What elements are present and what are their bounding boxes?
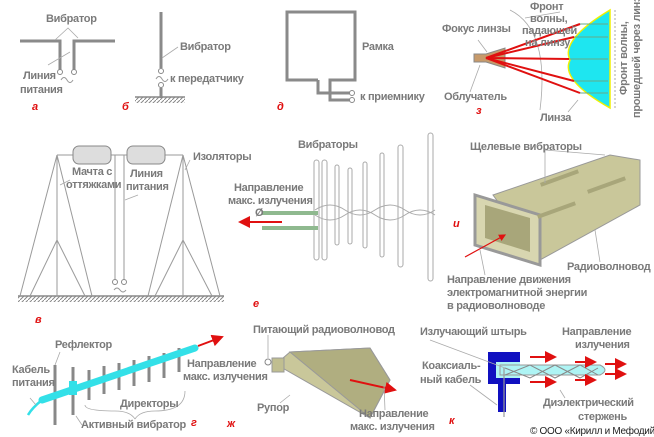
label-direction-1: Направление <box>562 326 632 338</box>
label-feeder: Облучатель <box>444 91 507 103</box>
panel-letter: ж <box>226 418 236 430</box>
label-vibrators: Вибраторы <box>298 139 358 151</box>
panel-z-lens-antenna: Фокус линзы Фронт волны, падающей на лин… <box>442 0 643 124</box>
panel-letter: е <box>253 298 259 310</box>
panel-i-slot-waveguide: Щелевые вибраторы Радиоволновод Направле… <box>447 141 651 312</box>
panel-b-monopole: Вибратор к передатчику б <box>122 12 245 113</box>
label-direction-1: Направление <box>234 182 304 194</box>
panel-g-yagi: Рефлектор Кабель питания Направление мак… <box>12 334 268 431</box>
label-direction-3: в радиоволноводе <box>447 300 545 312</box>
label-feed-waveguide: Питающий радиоволновод <box>253 324 395 336</box>
loop-frame <box>285 10 357 102</box>
terminal-symbol: Ø <box>255 207 264 219</box>
label-vibrator: Вибратор <box>46 13 97 25</box>
label-frame: Рамка <box>362 41 395 53</box>
ground-symbol <box>18 296 224 302</box>
label-line-1: Линия <box>130 168 163 180</box>
panel-letter: д <box>277 101 284 113</box>
label-direction-2: макс. излучения <box>228 195 313 207</box>
label-vibrator: Вибратор <box>180 41 231 53</box>
label-dielectric-1: Диэлектрический <box>543 397 634 409</box>
label-front-out-2: прошедшей через линзу <box>631 0 643 118</box>
label-active-vibrator: Активный вибратор <box>81 419 187 431</box>
label-directors: Директоры <box>120 398 178 410</box>
label-line-2: питания <box>126 181 169 193</box>
label-waveguide: Радиоволновод <box>567 261 651 273</box>
radiation-direction-arrow <box>197 334 224 347</box>
label-front-out-1: Фронт волны, <box>618 21 630 95</box>
label-feed-line-2: питания <box>20 84 63 96</box>
insulator <box>72 145 112 165</box>
label-direction-1: Направление <box>187 358 257 370</box>
energy-direction-arrow <box>464 234 507 258</box>
label-direction-2: макс. излучения <box>350 421 435 433</box>
label-direction-2: электромагнитной энергии <box>447 287 587 299</box>
label-cable-1: Кабель <box>12 364 50 376</box>
panel-letter: а <box>32 101 38 113</box>
insulator <box>126 145 166 165</box>
label-direction-2: излучения <box>575 339 630 351</box>
label-slot-vibrators: Щелевые вибраторы <box>470 141 582 153</box>
label-mast-2: оттяжками <box>66 179 121 191</box>
label-insulators: Изоляторы <box>193 151 251 163</box>
label-lens: Линза <box>540 112 572 124</box>
boom-cable <box>38 344 199 404</box>
panel-zh-horn: Питающий радиоволновод Рупор Направление… <box>226 324 435 433</box>
label-front-1: Фронт <box>530 1 564 13</box>
dielectric-rod <box>499 364 606 376</box>
label-direction-2: макс. излучения <box>183 371 268 383</box>
label-lens-focus: Фокус линзы <box>442 23 511 35</box>
label-reflector: Рефлектор <box>55 339 113 351</box>
panel-letter: в <box>35 314 42 326</box>
copyright-notice: © ООО «Кирилл и Мефодий» <box>530 425 654 437</box>
panel-letter: г <box>191 417 197 429</box>
label-radiating-pin: Излучающий штырь <box>420 326 527 338</box>
label-mast-1: Мачта с <box>72 166 112 178</box>
label-direction-1: Направление <box>359 408 429 420</box>
panel-e-log-periodic: Ø Вибраторы Направление макс. излучения … <box>228 132 436 310</box>
label-horn: Рупор <box>257 402 290 414</box>
label-cable-2: питания <box>12 377 55 389</box>
label-front-3: падающей <box>522 25 577 37</box>
label-to-transmitter: к передатчику <box>170 73 245 85</box>
label-feed-line-1: Линия <box>23 70 56 82</box>
radiation-direction-arrow <box>349 379 397 394</box>
ground-symbol <box>135 97 185 103</box>
panel-letter: б <box>122 101 130 113</box>
label-dielectric-2: стержень <box>578 411 628 423</box>
dipole-shape <box>20 39 115 70</box>
label-direction-1: Направление движения <box>447 274 571 286</box>
panel-v-mast-antenna: Изоляторы Мачта с оттяжками Линия питани… <box>18 145 252 326</box>
label-front-4: на линзу <box>525 37 571 49</box>
label-to-receiver: к приемнику <box>360 91 426 103</box>
panel-d-loop: Рамка к приемнику д <box>277 10 426 113</box>
panel-letter: з <box>476 105 482 117</box>
panel-letter: и <box>453 218 460 230</box>
label-front-2: волны, <box>530 13 568 25</box>
panel-k-dielectric-rod: Излучающий штырь Направление излучения К… <box>420 326 634 427</box>
label-coax-1: Коаксиаль- <box>422 360 481 372</box>
panel-letter: к <box>449 415 456 427</box>
label-coax-2: ный кабель <box>420 374 482 386</box>
panel-a-dipole: Вибратор Линия питания а <box>20 13 115 113</box>
ac-source-icon <box>60 77 74 83</box>
